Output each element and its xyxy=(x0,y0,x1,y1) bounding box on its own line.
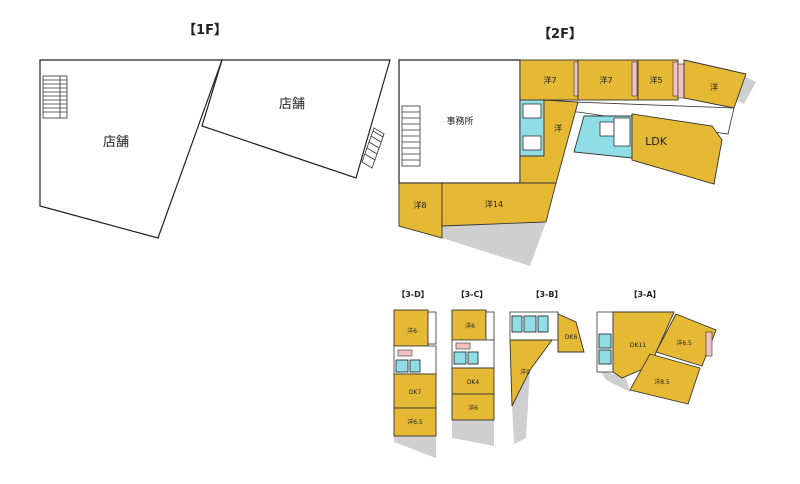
unit-3b-heading: 【3-B】 xyxy=(532,289,563,299)
room-3d-b xyxy=(393,407,437,437)
stairs-1f-left xyxy=(42,75,68,119)
shop-right-outline xyxy=(201,59,391,179)
floor-1f: 【1F】 店舗 店舗 xyxy=(39,22,391,239)
unit-3a: 【3-A】 DK11 洋6.5 洋8.5 xyxy=(596,289,717,405)
room-3a-dk-label: DK11 xyxy=(630,342,646,349)
balcony-3b xyxy=(512,370,530,444)
balcony-3d xyxy=(394,436,436,458)
unit-3c-heading: 【3-C】 xyxy=(457,289,488,299)
room-2f-r7b-label: 洋7 xyxy=(599,75,612,85)
room-2f-ldk xyxy=(631,113,723,185)
wet-3a-b xyxy=(598,349,612,365)
room-2f-r14 xyxy=(441,182,557,227)
room-3b-dk-label: DK6 xyxy=(565,334,578,341)
closet-3a xyxy=(705,331,713,357)
room-3c-dk-label: DK4 xyxy=(467,379,480,386)
fixture-2f-b xyxy=(522,135,542,151)
floor-1f-heading: 【1F】 xyxy=(183,22,227,38)
unit-3c: 【3-C】 洋6 DK4 洋6 xyxy=(451,289,495,446)
office-label: 事務所 xyxy=(446,115,473,127)
closet-3d xyxy=(427,311,437,345)
room-2f-ldk-label: LDK xyxy=(645,135,668,148)
room-3a-a-label: 洋6.5 xyxy=(676,339,692,347)
room-2f-r-end-label: 洋 xyxy=(710,82,718,92)
room-3c-a-label: 洋6 xyxy=(465,322,475,330)
unit-3b: 【3-B】 洋9 DK6 xyxy=(509,289,585,444)
room-3c-b-label: 洋6 xyxy=(468,404,478,412)
fixture-2f-a xyxy=(522,103,542,119)
wet-3d-b xyxy=(409,359,421,373)
room-2f-r8 xyxy=(398,182,443,239)
balcony-2f-right xyxy=(734,76,756,104)
stairs-2f xyxy=(401,105,421,167)
pink-3d xyxy=(397,349,413,357)
unit-3d-heading: 【3-D】 xyxy=(397,289,429,299)
shop-right-label: 店舗 xyxy=(279,97,305,112)
floor-2f: 【2F】 事務所 洋7 洋7 洋5 洋 xyxy=(398,26,756,266)
closet-2f-a xyxy=(573,61,579,97)
room-3b-a-label: 洋9 xyxy=(520,368,530,376)
room-3c-b xyxy=(451,393,495,421)
wet-3d-a xyxy=(395,359,409,373)
closet-2f-d xyxy=(677,63,685,99)
room-2f-r7b xyxy=(577,59,639,101)
room-2f-r5 xyxy=(637,59,679,101)
shop-left-label: 店舗 xyxy=(103,135,129,150)
room-2f-r8-label: 洋8 xyxy=(413,200,426,210)
shop-left-outline xyxy=(39,59,223,239)
room-3c-dk xyxy=(451,367,495,395)
closet-2f-c xyxy=(672,61,679,97)
room-2f-r7a xyxy=(519,59,579,101)
room-2f-r14-label: 洋14 xyxy=(485,199,503,209)
wet-3c-b xyxy=(467,351,479,365)
wet-3a-a xyxy=(598,333,612,349)
closet-3c xyxy=(485,311,495,341)
room-2f-r5-label: 洋5 xyxy=(649,75,662,85)
room-3d-b-label: 洋6.5 xyxy=(407,418,423,426)
room-2f-r7a-label: 洋7 xyxy=(543,75,556,85)
wet-3c-a xyxy=(453,351,467,365)
fixture-2f-c xyxy=(599,121,615,137)
room-3a-b xyxy=(629,353,701,405)
room-3b-dk xyxy=(557,313,585,353)
wet-3b-a xyxy=(511,315,523,333)
fixture-2f-d xyxy=(613,117,631,147)
room-3a-a xyxy=(655,313,717,367)
balcony-2f xyxy=(442,222,546,266)
room-3c-a xyxy=(451,309,487,341)
balcony-3c xyxy=(452,420,494,446)
room-3d-dk xyxy=(393,373,437,409)
room-3d-a-label: 洋6 xyxy=(407,327,417,335)
floor-2f-heading: 【2F】 xyxy=(538,26,582,42)
wet-3b-c xyxy=(537,315,549,333)
room-3a-b-label: 洋8.5 xyxy=(654,378,670,386)
pink-3c xyxy=(455,342,471,350)
room-3d-dk-label: DK7 xyxy=(409,389,422,396)
unit-3a-heading: 【3-A】 xyxy=(629,289,660,299)
wet-3b-b xyxy=(523,315,537,333)
balcony-3a xyxy=(600,370,630,392)
room-3a-dk xyxy=(612,311,675,379)
closet-2f-b xyxy=(631,61,638,97)
room-3b-a xyxy=(509,339,553,407)
unit-3d: 【3-D】 洋6 DK7 洋6.5 xyxy=(393,289,437,458)
room-3d-a xyxy=(393,309,429,347)
room-2f-r-mid-label: 洋 xyxy=(554,123,562,133)
stairs-1f-right xyxy=(361,127,385,169)
